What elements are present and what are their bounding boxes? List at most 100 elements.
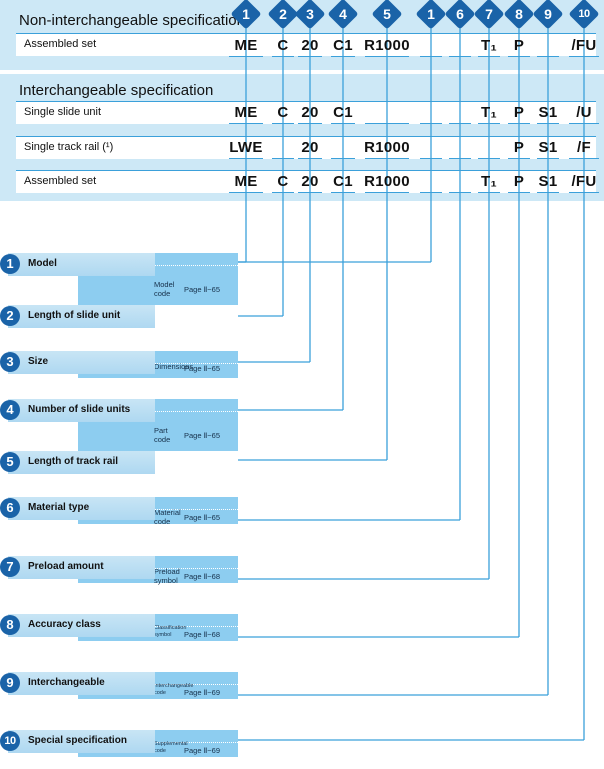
dotted-line xyxy=(154,265,238,266)
code-underline xyxy=(272,123,294,124)
dotted-line xyxy=(154,568,238,569)
code-underline xyxy=(298,123,322,124)
non-interchangeable-assembled-row: Assembled set xyxy=(16,33,596,56)
category-header: Length of slide unit xyxy=(8,305,155,328)
info-name-line: Supplemental xyxy=(154,741,188,747)
code-value: C1 xyxy=(333,173,353,190)
code-underline xyxy=(478,123,500,124)
code-underline xyxy=(508,56,530,57)
category-number-badge: 4 xyxy=(0,400,20,420)
code-underline xyxy=(229,192,263,193)
code-value: 20 xyxy=(301,173,319,190)
category-number-badge: 7 xyxy=(0,557,20,577)
code-underline xyxy=(508,123,530,124)
interchangeable-row-assembled: Assembled set xyxy=(16,170,596,193)
code-underline xyxy=(478,56,500,57)
category-number-badge: 3 xyxy=(0,352,20,372)
dotted-line xyxy=(154,411,238,412)
info-name: Dimensions xyxy=(154,362,193,371)
category-header: Size xyxy=(8,351,155,374)
code-underline xyxy=(508,158,530,159)
info-page-ref: Page Ⅱ−69 xyxy=(184,688,221,697)
code-value: R1000 xyxy=(364,37,410,54)
header-badge-number: 10 xyxy=(578,8,590,20)
info-page-ref: Page Ⅱ−65 xyxy=(184,364,221,373)
code-underline xyxy=(272,192,294,193)
code-value: S1 xyxy=(538,173,558,190)
code-underline xyxy=(365,56,409,57)
code-value: /F xyxy=(577,139,591,156)
code-underline xyxy=(298,158,322,159)
dotted-line xyxy=(154,363,238,364)
info-name-line: code xyxy=(154,689,166,696)
code-underline xyxy=(569,123,599,124)
code-value: ME xyxy=(234,37,258,54)
code-value: P xyxy=(513,173,525,190)
category-header: Preload amount xyxy=(8,556,155,579)
category-number-badge: 10 xyxy=(0,731,20,751)
code-value: C xyxy=(277,37,289,54)
info-page-ref: Page Ⅱ−65 xyxy=(184,285,221,294)
info-name-line: code xyxy=(154,435,171,444)
dotted-line xyxy=(154,626,238,627)
code-underline xyxy=(229,123,263,124)
code-underline xyxy=(229,158,263,159)
code-underline xyxy=(449,123,471,124)
category-number-badge: 8 xyxy=(0,615,20,635)
code-underline xyxy=(331,158,355,159)
header-badge-number: 5 xyxy=(383,6,391,22)
code-value: LWE xyxy=(229,139,263,156)
header-badge-number: 4 xyxy=(339,6,347,22)
category-number-badge: 5 xyxy=(0,452,20,472)
code-underline xyxy=(420,123,442,124)
code-value: T₁ xyxy=(481,104,497,121)
info-name-line: Interchangeable xyxy=(154,683,194,689)
info-name-line: Classification xyxy=(154,625,187,631)
category-label: Length of track rail xyxy=(28,456,119,467)
category-8: Accuracy class 8 xyxy=(0,614,240,640)
info-name-line: Part xyxy=(154,426,168,435)
info-name-line: code xyxy=(154,747,166,754)
category-label: Accuracy class xyxy=(28,619,101,630)
category-label: Length of slide unit xyxy=(28,310,121,321)
row-label: Single slide unit xyxy=(24,106,102,118)
category-header: Special specification xyxy=(8,730,155,753)
code-underline xyxy=(449,158,471,159)
code-value: S1 xyxy=(538,139,558,156)
category-label: Interchangeable xyxy=(28,677,105,688)
code-value: /U xyxy=(576,104,592,121)
category-10: Special specification 10 xyxy=(0,730,240,756)
header-badge-number: 1 xyxy=(242,6,250,22)
info-name-line: code xyxy=(154,517,171,526)
code-underline xyxy=(508,192,530,193)
code-value: 20 xyxy=(301,37,319,54)
code-value: /FU xyxy=(571,37,597,54)
category-header: Interchangeable xyxy=(8,672,155,695)
category-header: Accuracy class xyxy=(8,614,155,637)
header-badge-number: 1 xyxy=(427,6,435,22)
category-header: Model xyxy=(8,253,155,276)
category-label: Model xyxy=(28,258,57,269)
header-badge-number: 8 xyxy=(515,6,523,22)
code-value: C xyxy=(277,104,289,121)
category-label: Special specification xyxy=(28,735,127,746)
code-underline xyxy=(331,192,355,193)
code-value: R1000 xyxy=(364,139,410,156)
code-underline xyxy=(331,56,355,57)
code-value: T₁ xyxy=(481,37,497,54)
code-underline xyxy=(537,192,559,193)
code-underline xyxy=(569,56,599,57)
non-interchangeable-title: Non-interchangeable specification xyxy=(19,12,245,29)
code-underline xyxy=(331,123,355,124)
code-value: T₁ xyxy=(481,173,497,190)
code-underline xyxy=(449,56,471,57)
code-underline xyxy=(229,56,263,57)
info-page-ref: Page Ⅱ−69 xyxy=(184,746,221,755)
